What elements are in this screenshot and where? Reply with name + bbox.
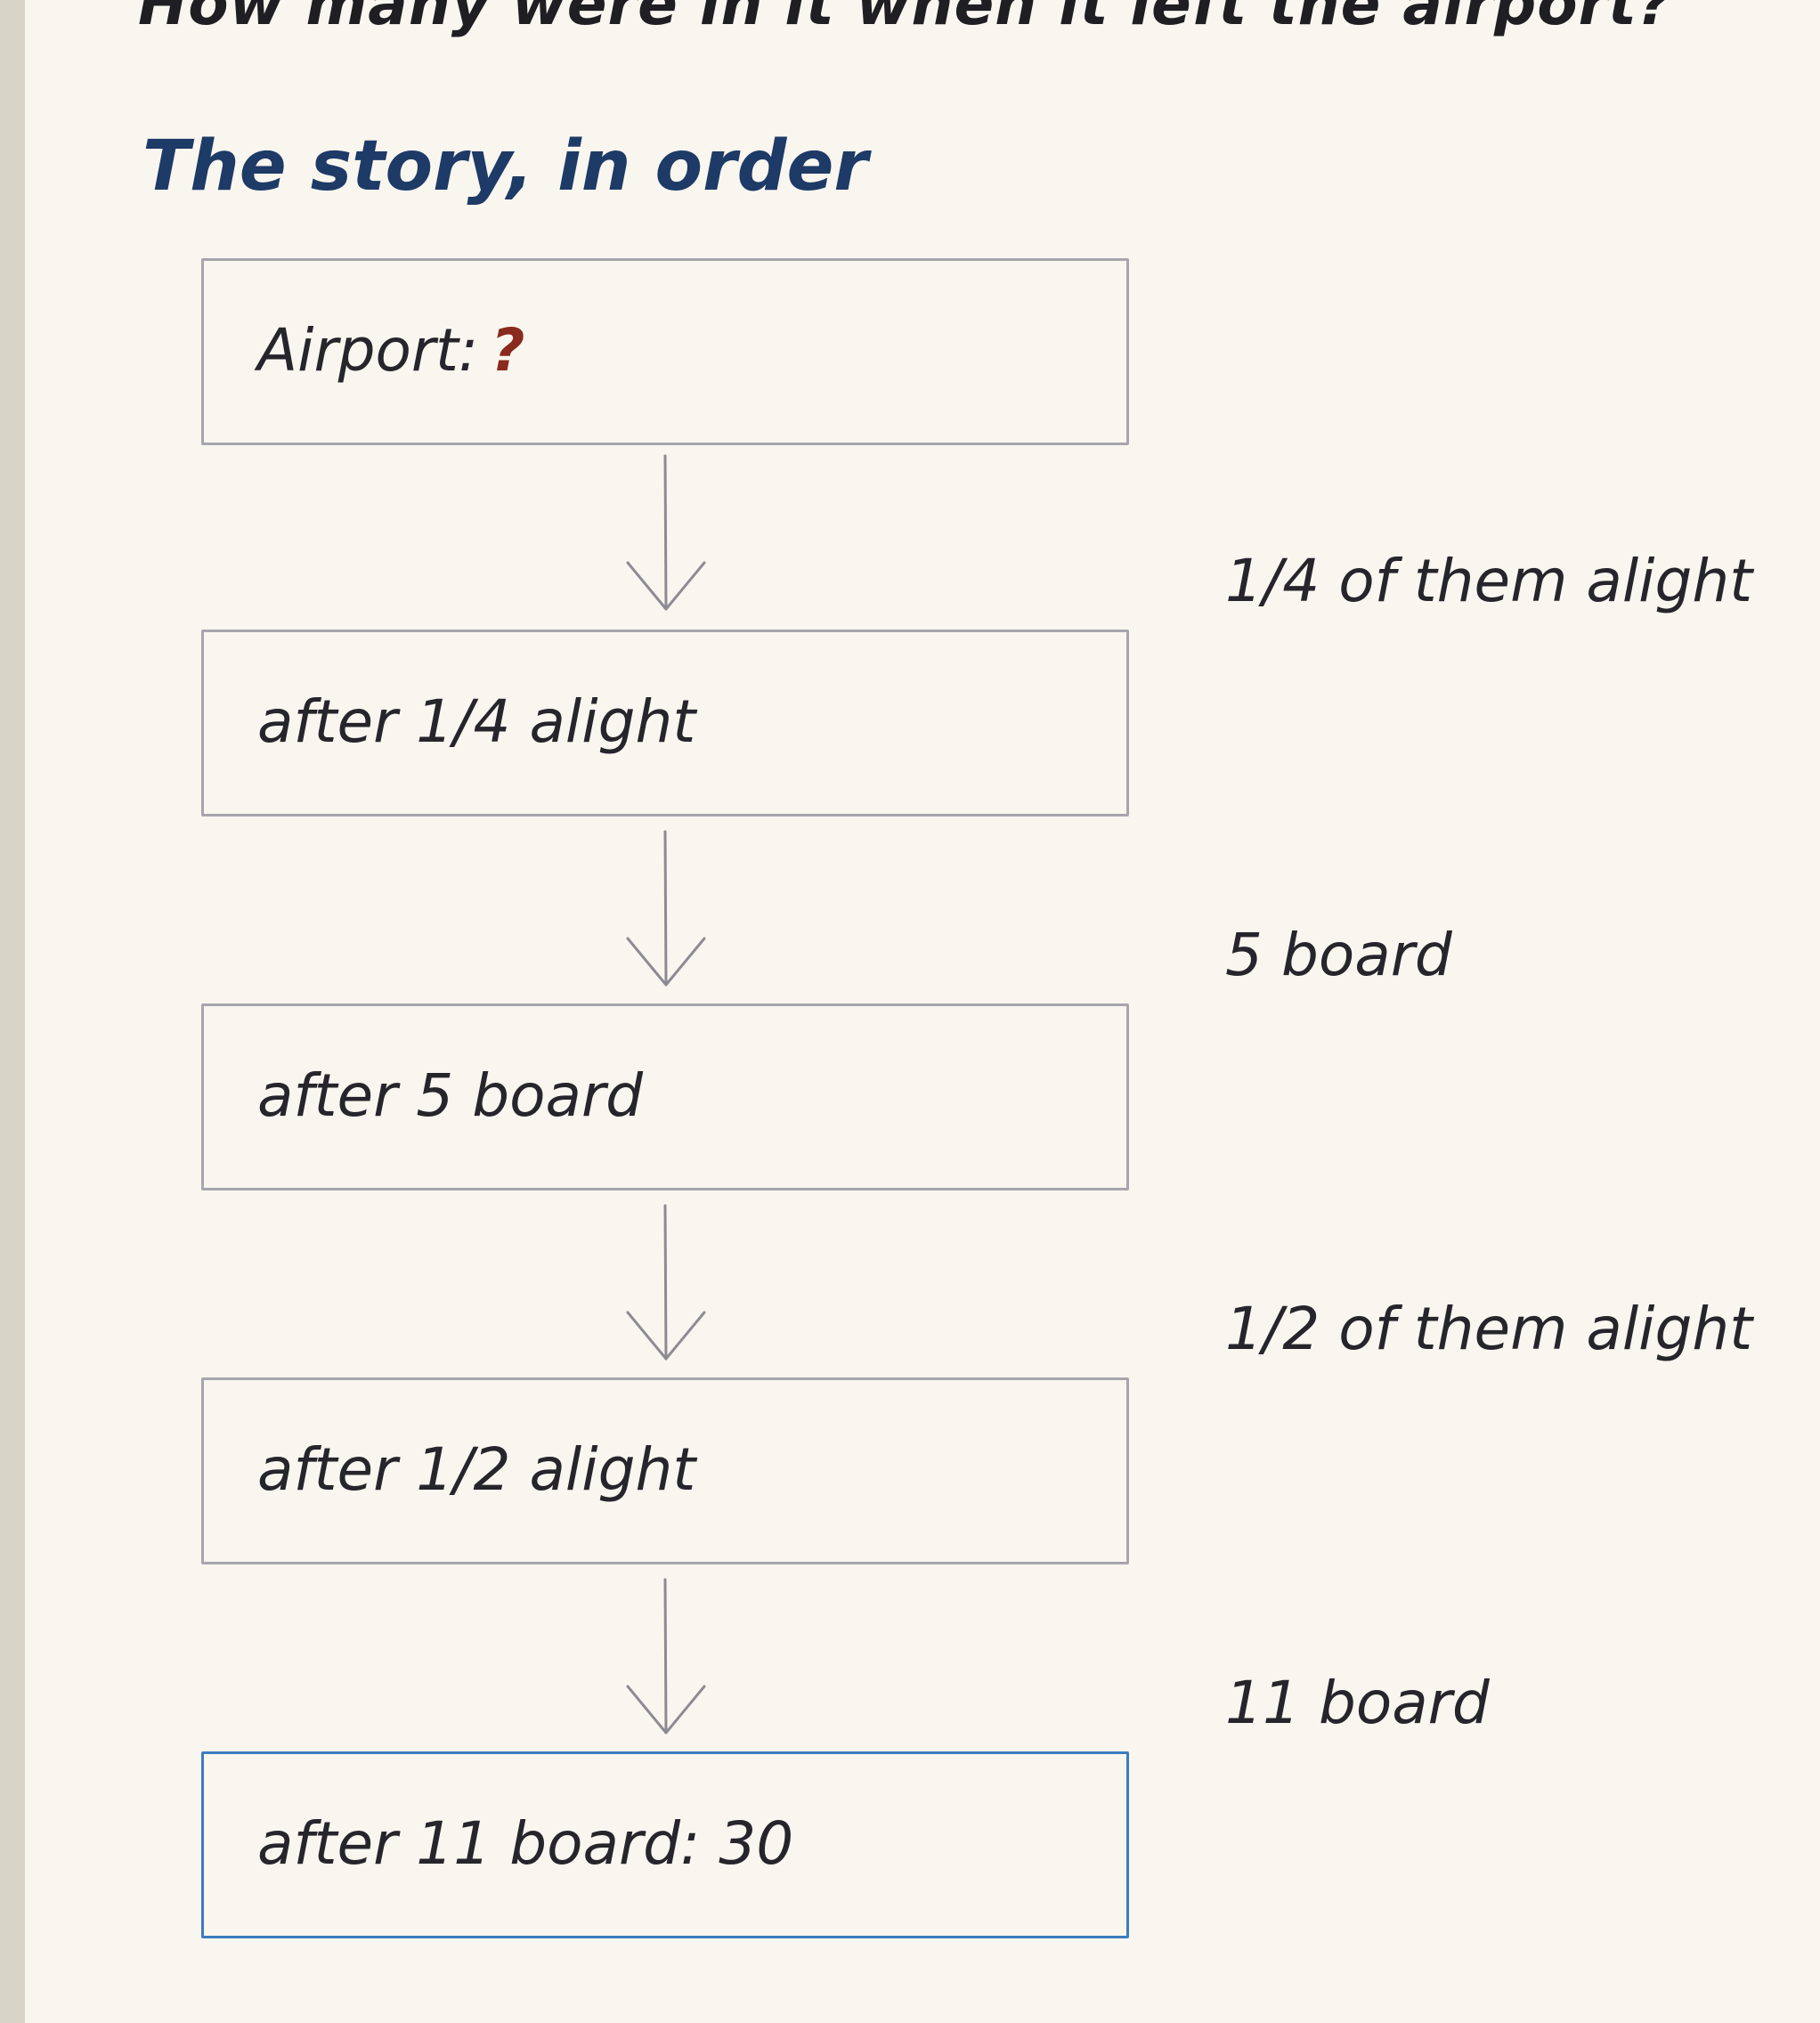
step-label-quarter-alight: 1/4 of them alight [1225, 547, 1753, 615]
story-box-after-quarter-alight: after 1/4 alight [201, 630, 1129, 817]
down-arrow-icon [626, 1204, 706, 1361]
section-heading: The story, in order [142, 126, 868, 207]
story-box-after-five-board: after 5 board [201, 1003, 1129, 1190]
step-label-half-alight: 1/2 of them alight [1225, 1295, 1753, 1363]
story-box-airport: Airport:? [201, 258, 1129, 445]
box-label: Airport:? [257, 316, 525, 385]
box-label: after 5 board [257, 1061, 643, 1130]
box-label: after 1/2 alight [257, 1435, 696, 1504]
step-label-eleven-board: 11 board [1225, 1669, 1490, 1737]
down-arrow-icon [626, 1578, 706, 1735]
story-box-after-half-alight: after 1/2 alight [201, 1377, 1129, 1564]
unknown-value: ? [491, 316, 525, 385]
down-arrow-icon [626, 830, 706, 987]
box-label: after 11 board: 30 [257, 1809, 794, 1878]
step-label-five-board: 5 board [1225, 921, 1452, 989]
box-label: after 1/4 alight [257, 687, 696, 756]
down-arrow-icon [626, 454, 706, 611]
story-box-final: after 11 board: 30 [201, 1751, 1129, 1938]
left-margin-rule [0, 0, 25, 2023]
question-text: How many were in it when it left the air… [138, 0, 1673, 38]
